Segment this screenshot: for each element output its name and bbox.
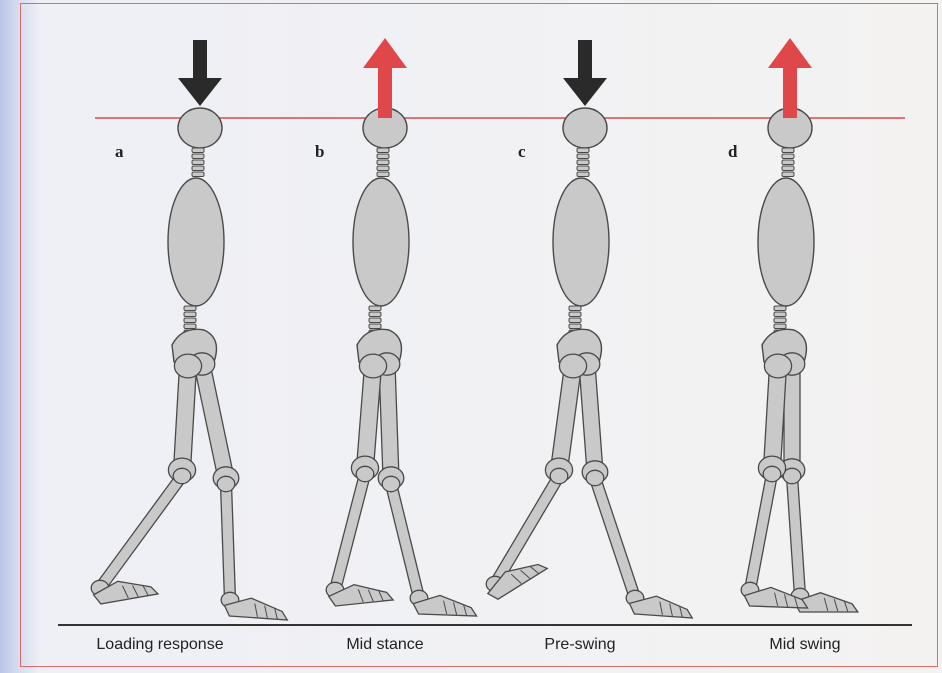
- rib-cage: [758, 178, 814, 306]
- joint-end: [763, 466, 781, 481]
- vertebra: [569, 306, 581, 311]
- joint-end: [764, 354, 791, 378]
- panel-letter-b: b: [315, 142, 324, 162]
- vertebra: [377, 166, 389, 171]
- vertebra: [192, 172, 204, 177]
- vertebra: [774, 306, 786, 311]
- vertebra: [577, 166, 589, 171]
- long-bone: [745, 473, 778, 591]
- long-bone: [174, 366, 197, 471]
- skull: [563, 108, 607, 148]
- long-bone: [221, 484, 236, 600]
- vertebra: [377, 148, 389, 153]
- long-bone: [579, 363, 603, 472]
- long-bone: [379, 364, 399, 479]
- arrow-head: [363, 38, 407, 68]
- long-bone: [386, 483, 425, 600]
- vertebra: [369, 306, 381, 311]
- skeleton-d: [741, 108, 858, 614]
- vertebra: [369, 324, 381, 329]
- joint-end: [559, 354, 586, 378]
- vertebra: [569, 324, 581, 329]
- long-bone: [357, 365, 382, 468]
- vertebra: [184, 318, 196, 323]
- vertebra: [577, 172, 589, 177]
- vertebra: [782, 160, 794, 165]
- arrow-shaft: [378, 66, 392, 118]
- vertebra: [774, 312, 786, 317]
- phase-label-a: Loading response: [80, 636, 240, 654]
- joint-end: [550, 468, 568, 483]
- panel-letter-a: a: [115, 142, 124, 162]
- vertebra: [782, 148, 794, 153]
- rib-cage: [353, 178, 409, 306]
- vertebra: [369, 312, 381, 317]
- long-bone: [194, 362, 234, 479]
- skeleton-c: [483, 108, 694, 620]
- long-bone: [764, 366, 787, 469]
- joint-end: [173, 468, 191, 483]
- vertebra: [577, 160, 589, 165]
- phase-label-d: Mid swing: [725, 636, 885, 654]
- phase-label-c: Pre-swing: [500, 636, 660, 654]
- long-bone: [787, 476, 806, 597]
- long-bone: [784, 364, 800, 470]
- vertebra: [184, 312, 196, 317]
- vertebra: [774, 324, 786, 329]
- rib-cage: [553, 178, 609, 306]
- vertebra: [184, 306, 196, 311]
- vertebra: [577, 148, 589, 153]
- vertebra: [192, 148, 204, 153]
- vertebra: [782, 154, 794, 159]
- joint-end: [174, 354, 201, 378]
- long-bone: [96, 473, 187, 591]
- rib-cage: [168, 178, 224, 306]
- joint-end: [356, 466, 374, 481]
- vertebra: [774, 318, 786, 323]
- arrow-head: [178, 78, 222, 106]
- joint-end: [217, 476, 235, 491]
- skull: [178, 108, 222, 148]
- vertebra: [377, 154, 389, 159]
- skeleton-b: [326, 108, 478, 618]
- vertebra: [569, 312, 581, 317]
- long-bone: [590, 476, 640, 599]
- arrow-head: [768, 38, 812, 68]
- arrow-shaft: [193, 40, 207, 80]
- arrow-shaft: [783, 66, 797, 118]
- phase-label-b: Mid stance: [305, 636, 465, 654]
- joint-end: [359, 354, 386, 378]
- long-bone: [551, 365, 582, 471]
- joint-end: [382, 476, 400, 491]
- vertebra: [782, 166, 794, 171]
- panel-letter-d: d: [728, 142, 737, 162]
- vertebra: [192, 154, 204, 159]
- upward-force-arrow: [768, 38, 812, 118]
- vertebra: [192, 166, 204, 171]
- vertebra: [377, 172, 389, 177]
- panel-letter-c: c: [518, 142, 526, 162]
- vertebra: [782, 172, 794, 177]
- vertebra: [369, 318, 381, 323]
- vertebra: [577, 154, 589, 159]
- vertebra: [377, 160, 389, 165]
- long-bone: [330, 473, 371, 592]
- arrow-head: [563, 78, 607, 106]
- vertebra: [569, 318, 581, 323]
- downward-force-arrow: [178, 40, 222, 106]
- vertebra: [184, 324, 196, 329]
- joint-end: [586, 470, 604, 485]
- arrow-shaft: [578, 40, 592, 80]
- skeleton-a: [91, 108, 289, 622]
- upward-force-arrow: [363, 38, 407, 118]
- downward-force-arrow: [563, 40, 607, 106]
- vertebra: [192, 160, 204, 165]
